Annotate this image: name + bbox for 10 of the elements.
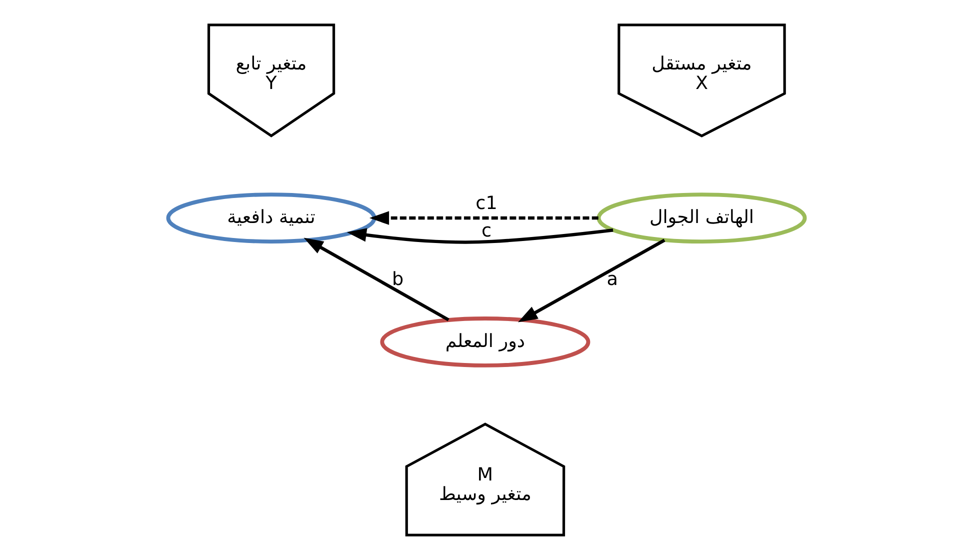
arrow bbox=[518, 238, 665, 322]
node-ellipse: الهاتف الجوال bbox=[596, 192, 806, 244]
arrow bbox=[368, 211, 598, 225]
edge-label: b bbox=[392, 268, 404, 290]
arrow bbox=[303, 238, 449, 322]
edge-label: c1 bbox=[475, 193, 497, 214]
arrow bbox=[346, 228, 613, 244]
edge-label: c bbox=[480, 220, 492, 242]
node-ellipse: دور المعلم bbox=[380, 316, 590, 368]
edge-label: a bbox=[606, 268, 618, 290]
